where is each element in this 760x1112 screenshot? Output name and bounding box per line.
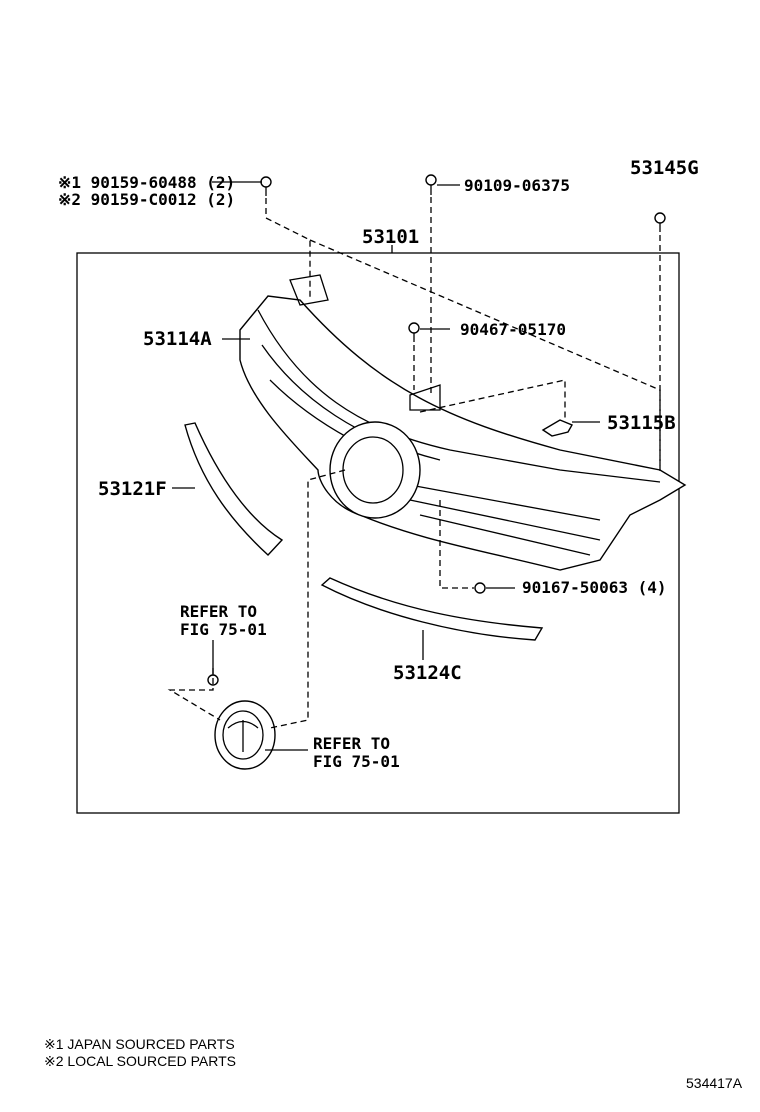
refer-text: REFER TO xyxy=(180,602,257,621)
part-label-clip: 53145G xyxy=(630,157,699,179)
note-japan: ※1 JAPAN SOURCED PARTS xyxy=(44,1036,235,1052)
part-label-screw: 90467-05170 xyxy=(460,320,566,339)
part-label-bolt: 90109-06375 xyxy=(464,176,570,195)
figure-id: 534417A xyxy=(686,1075,743,1091)
clip-icon xyxy=(654,212,666,232)
bracket-part xyxy=(541,419,574,437)
emblem-part xyxy=(214,700,276,770)
refer-fig[interactable]: FIG 75-01 xyxy=(313,752,400,771)
part-label-clip-bottom: 90167-50063 (4) xyxy=(522,578,667,597)
assembly-box xyxy=(76,252,680,814)
part-label-screw-japan: ※1 90159-60488 (2) xyxy=(58,173,235,192)
refer-fig[interactable]: FIG 75-01 xyxy=(180,620,267,639)
refer-text: REFER TO xyxy=(313,734,390,753)
part-label-grille-frame: 53114A xyxy=(143,328,212,350)
molding-left xyxy=(184,422,284,556)
part-label-screw-local: ※2 90159-C0012 (2) xyxy=(58,190,235,209)
clip-icon xyxy=(474,582,486,594)
note-local: ※2 LOCAL SOURCED PARTS xyxy=(44,1053,236,1069)
part-label-grille-assy: 53101 xyxy=(362,226,419,248)
part-label-molding-bottom: 53124C xyxy=(393,662,462,684)
radiator-grille xyxy=(239,274,687,571)
part-label-molding-left: 53121F xyxy=(98,478,167,500)
part-label-bracket: 53115B xyxy=(607,412,676,434)
molding-bottom xyxy=(320,577,544,641)
screw-icon xyxy=(260,176,272,196)
bolt-icon xyxy=(425,174,437,195)
screw-icon xyxy=(408,322,420,342)
